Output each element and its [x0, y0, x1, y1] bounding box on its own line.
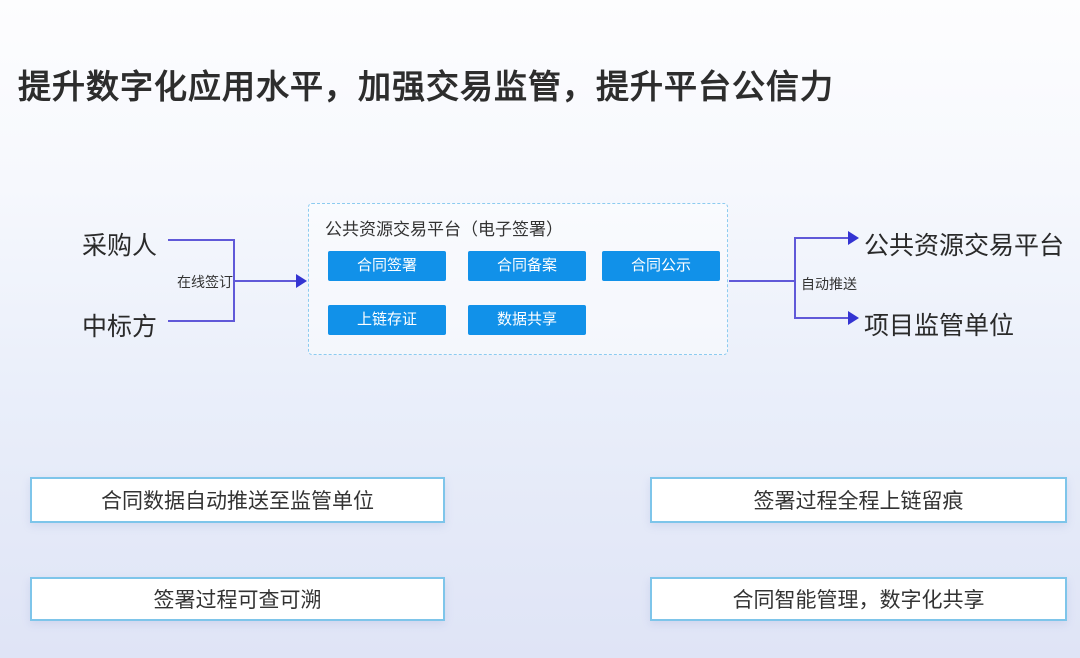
- module-chip-contract-publicity: 合同公示: [602, 251, 720, 281]
- arrow-right-icon: [848, 311, 859, 325]
- benefit-card-traceable: 签署过程可查可溯: [30, 577, 445, 621]
- platform-box: 公共资源交易平台（电子签署） 合同签署 合同备案 合同公示 上链存证 数据共享: [308, 203, 728, 355]
- arrow-right-icon: [296, 274, 307, 288]
- connector-line-right-joiner: [794, 238, 796, 319]
- connector-line-purchaser: [168, 239, 235, 241]
- arrow-right-icon: [848, 231, 859, 245]
- connector-line-bidder: [168, 320, 235, 322]
- connector-line-to-regulator: [794, 317, 848, 319]
- benefit-card-auto-push: 合同数据自动推送至监管单位: [30, 477, 445, 523]
- auto-push-label: 自动推送: [801, 276, 857, 292]
- actor-bidder-label: 中标方: [82, 313, 158, 341]
- connector-line-from-platform: [729, 280, 794, 282]
- module-chip-contract-sign: 合同签署: [328, 251, 446, 281]
- platform-title: 公共资源交易平台（电子签署）: [325, 220, 563, 239]
- target-regulator-label: 项目监管单位: [864, 312, 1015, 340]
- benefit-label: 签署过程全程上链留痕: [753, 490, 964, 513]
- benefit-label: 签署过程可查可溯: [153, 589, 322, 612]
- benefit-card-chain-trace: 签署过程全程上链留痕: [650, 477, 1067, 523]
- actor-purchaser-label: 采购人: [82, 232, 158, 260]
- module-chip-chain-evidence: 上链存证: [328, 305, 446, 335]
- connector-line-to-platform: [233, 280, 296, 282]
- benefit-label: 合同数据自动推送至监管单位: [101, 490, 374, 513]
- target-trade-platform-label: 公共资源交易平台: [864, 232, 1065, 260]
- module-chip-data-sharing: 数据共享: [468, 305, 586, 335]
- benefit-card-smart-management: 合同智能管理，数字化共享: [650, 577, 1067, 621]
- online-sign-label: 在线签订: [177, 274, 233, 290]
- page-title: 提升数字化应用水平，加强交易监管，提升平台公信力: [18, 68, 834, 106]
- module-chip-contract-filing: 合同备案: [468, 251, 586, 281]
- benefit-label: 合同智能管理，数字化共享: [732, 589, 985, 612]
- connector-line-to-trade-platform: [794, 237, 848, 239]
